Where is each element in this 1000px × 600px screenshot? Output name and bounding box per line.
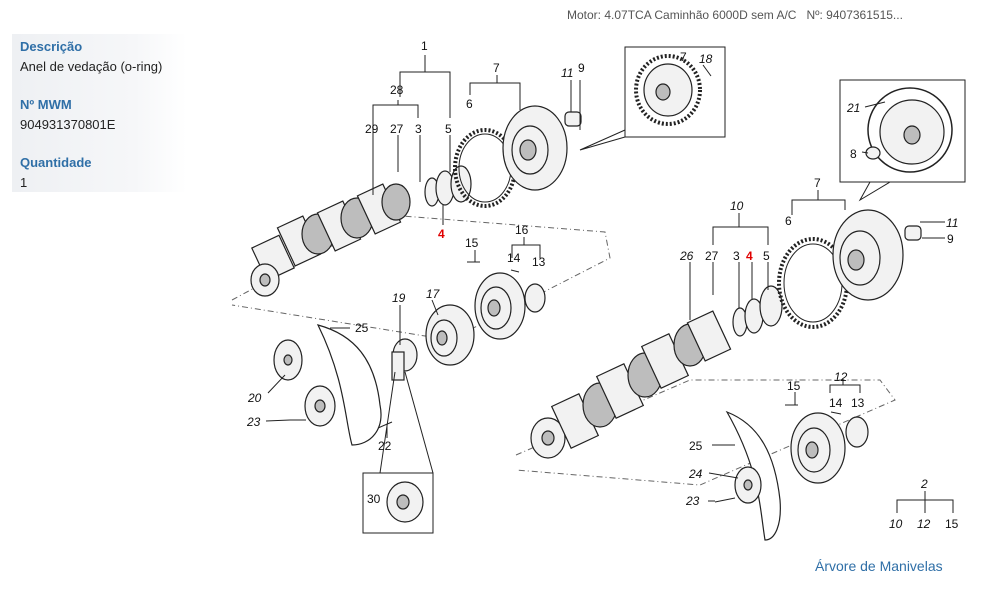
label-3-right[interactable]: 3 xyxy=(733,249,740,263)
flywheel-detail-inset xyxy=(579,46,726,151)
label-19[interactable]: 19 xyxy=(392,291,406,305)
mwm-number-value: 904931370801E xyxy=(20,117,116,132)
label-7-left[interactable]: 7 xyxy=(493,61,500,75)
label-6-left[interactable]: 6 xyxy=(466,97,473,111)
label-9-right[interactable]: 9 xyxy=(947,232,954,246)
label-5-right[interactable]: 5 xyxy=(763,249,770,263)
flywheel-7-left[interactable] xyxy=(502,105,568,191)
label-11-right[interactable]: 11 xyxy=(946,216,958,230)
mwm-number-label: Nº MWM xyxy=(20,97,72,112)
label-14-right[interactable]: 14 xyxy=(829,396,843,410)
pulley-12-right[interactable] xyxy=(790,412,846,484)
label-22[interactable]: 22 xyxy=(378,439,392,453)
label-23-left[interactable]: 23 xyxy=(246,415,261,429)
label-5-left[interactable]: 5 xyxy=(445,122,452,136)
quantity-label: Quantidade xyxy=(20,155,92,170)
bolt-11-left[interactable] xyxy=(564,111,582,127)
label-21[interactable]: 21 xyxy=(846,101,860,115)
crankshaft-tree-link[interactable]: Árvore de Manivelas xyxy=(815,558,943,574)
engine-model-text: Motor: 4.07TCA Caminhão 6000D sem A/C xyxy=(567,8,797,22)
bolt-11-right[interactable] xyxy=(904,225,922,241)
crankshaft-left[interactable] xyxy=(250,183,411,297)
key-14-right[interactable] xyxy=(830,411,842,415)
label-3-left[interactable]: 3 xyxy=(415,122,422,136)
label-25-right[interactable]: 25 xyxy=(689,439,703,453)
seal-13-right[interactable] xyxy=(845,416,869,448)
part-number-text: Nº: 9407361515... xyxy=(806,8,903,22)
label-30[interactable]: 30 xyxy=(367,492,381,506)
pulley-20-small[interactable] xyxy=(304,385,336,427)
part-labels: 1 28 29 27 3 5 4 7 6 11 9 7 18 15 16 14 … xyxy=(246,39,959,531)
label-26[interactable]: 26 xyxy=(679,249,694,263)
label-2[interactable]: 2 xyxy=(920,477,928,491)
label-12-bottom[interactable]: 12 xyxy=(917,517,931,531)
label-28[interactable]: 28 xyxy=(390,83,404,97)
label-16[interactable]: 16 xyxy=(515,223,529,237)
bolt-22[interactable] xyxy=(377,421,393,429)
label-6-right[interactable]: 6 xyxy=(785,214,792,228)
flywheel-detail-inset-right xyxy=(839,79,966,202)
label-12-right[interactable]: 12 xyxy=(834,370,848,384)
label-13-left[interactable]: 13 xyxy=(532,255,546,269)
seal-5-right[interactable] xyxy=(759,285,783,327)
part-info-panel: Descrição Anel de vedação (o-ring) Nº MW… xyxy=(12,34,187,192)
hub-19[interactable] xyxy=(391,338,418,381)
key-14-left[interactable] xyxy=(510,269,520,273)
pulley-16-left[interactable] xyxy=(474,272,526,340)
description-value: Anel de vedação (o-ring) xyxy=(20,59,163,74)
flywheel-7-right[interactable] xyxy=(832,209,904,301)
label-18[interactable]: 18 xyxy=(699,52,713,66)
label-11-left[interactable]: 11 xyxy=(561,66,573,80)
label-25-left[interactable]: 25 xyxy=(355,321,369,335)
pulley-20[interactable] xyxy=(273,339,303,381)
seal-5-left[interactable] xyxy=(450,165,472,203)
left-assembly-plane xyxy=(231,214,611,341)
label-14-left[interactable]: 14 xyxy=(507,251,521,265)
label-9-left[interactable]: 9 xyxy=(578,61,585,75)
hub-detail-inset-30 xyxy=(362,371,434,534)
label-15-left[interactable]: 15 xyxy=(465,236,479,250)
right-assembly-plane xyxy=(515,379,896,486)
crankshaft-right[interactable] xyxy=(530,310,732,459)
damper-17[interactable] xyxy=(425,304,475,366)
label-7-inset[interactable]: 7 xyxy=(680,50,687,64)
label-23-right[interactable]: 23 xyxy=(685,494,700,508)
quantity-value: 1 xyxy=(20,175,28,190)
label-8[interactable]: 8 xyxy=(850,147,857,161)
label-29[interactable]: 29 xyxy=(365,122,379,136)
engine-info-header: Motor: 4.07TCA Caminhão 6000D sem A/C Nº… xyxy=(567,8,903,22)
label-1[interactable]: 1 xyxy=(421,39,428,53)
leader-lines xyxy=(265,55,954,513)
label-10-top[interactable]: 10 xyxy=(730,199,744,213)
label-13-right[interactable]: 13 xyxy=(851,396,865,410)
label-4-left-highlighted[interactable]: 4 xyxy=(438,227,445,241)
label-17[interactable]: 17 xyxy=(426,287,441,301)
label-10-bottom[interactable]: 10 xyxy=(889,517,903,531)
description-label: Descrição xyxy=(20,39,83,54)
label-15-right[interactable]: 15 xyxy=(787,379,801,393)
label-7-right[interactable]: 7 xyxy=(814,176,821,190)
label-27-left[interactable]: 27 xyxy=(390,122,404,136)
label-4-right-highlighted[interactable]: 4 xyxy=(746,249,753,263)
bolt-23-right[interactable] xyxy=(714,497,736,503)
label-20[interactable]: 20 xyxy=(247,391,262,405)
belt-25-left[interactable] xyxy=(316,324,382,446)
label-24[interactable]: 24 xyxy=(688,467,703,481)
label-27-right[interactable]: 27 xyxy=(705,249,719,263)
pulley-24[interactable] xyxy=(734,466,762,504)
seal-13-left[interactable] xyxy=(524,283,546,313)
label-15-bottom[interactable]: 15 xyxy=(945,517,959,531)
